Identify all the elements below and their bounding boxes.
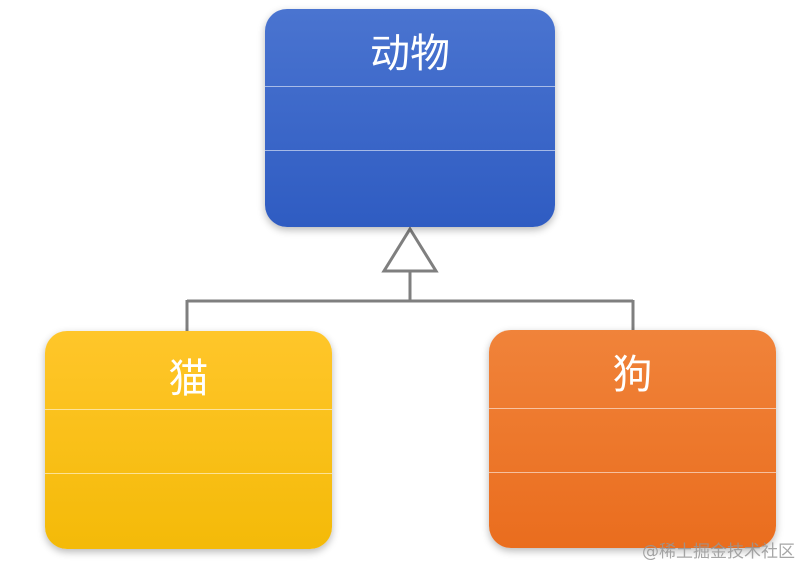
methods-compartment xyxy=(489,472,776,473)
class-box-dog: 狗 xyxy=(489,330,776,548)
methods-compartment xyxy=(265,150,555,151)
attributes-compartment xyxy=(265,86,555,87)
class-title-animal: 动物 xyxy=(370,31,450,77)
class-title-dog: 狗 xyxy=(612,352,653,398)
class-box-cat: 猫 xyxy=(45,331,332,549)
attributes-compartment xyxy=(489,408,776,409)
watermark: @稀土掘金技术社区 xyxy=(642,542,795,562)
class-title-cat: 猫 xyxy=(168,356,209,402)
methods-compartment xyxy=(45,473,332,474)
inheritance-arrowhead xyxy=(381,226,439,273)
attributes-compartment xyxy=(45,409,332,410)
class-box-animal: 动物 xyxy=(265,9,555,227)
